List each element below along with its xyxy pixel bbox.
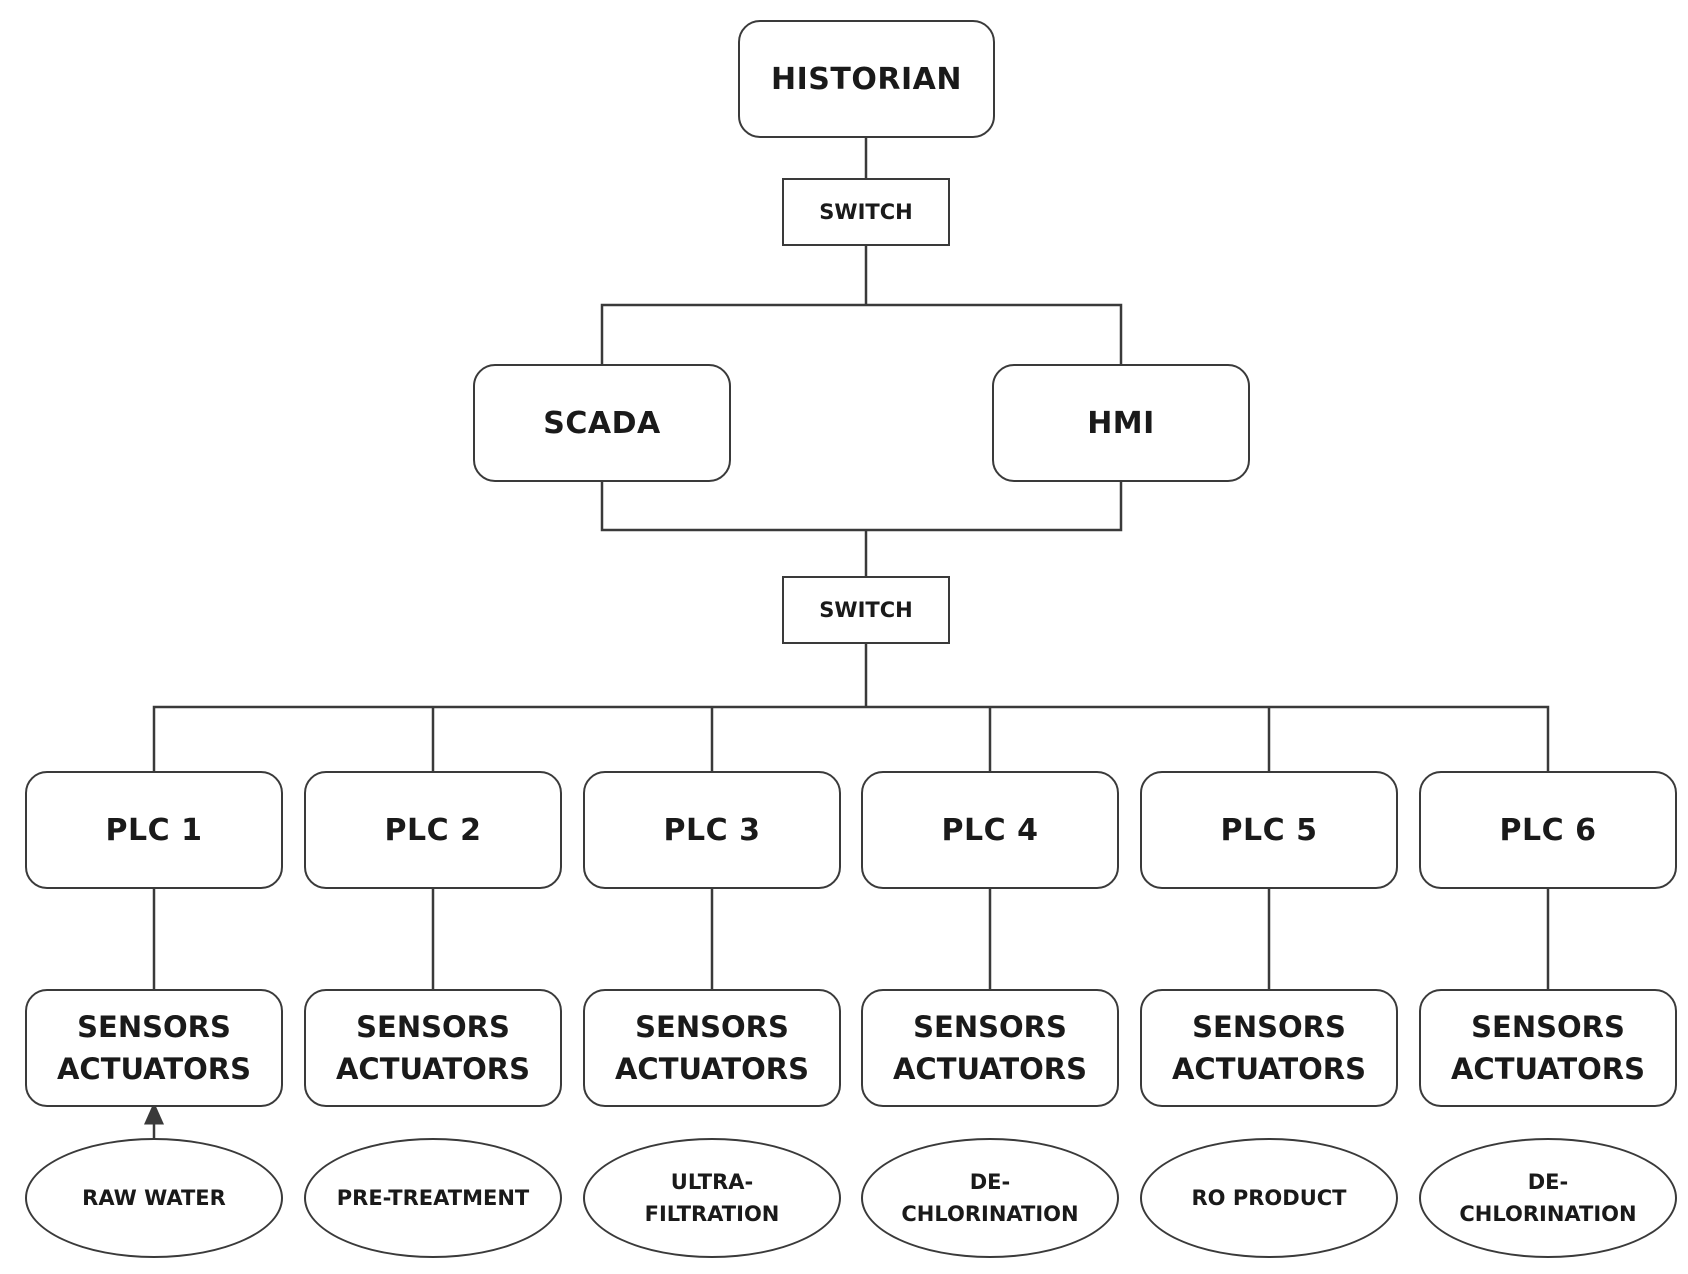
scada-node: SCADA (473, 364, 731, 482)
io-label-sensors: SENSORS (635, 1010, 789, 1044)
switch-top-label: SWITCH (819, 200, 913, 224)
plc-label: PLC 6 (1499, 812, 1597, 848)
plc-node: PLC 2 (304, 771, 562, 889)
wire-scada-hmi-merge (600, 482, 1123, 532)
io-label-actuators: ACTUATORS (1171, 1052, 1366, 1086)
stage-label: DE- (1527, 1170, 1569, 1194)
hmi-label: HMI (1087, 405, 1155, 441)
plc-node: PLC 1 (25, 771, 283, 889)
plc-label: PLC 2 (384, 812, 482, 848)
plc-node: PLC 6 (1419, 771, 1677, 889)
stage-label: PRE-TREATMENT (336, 1186, 530, 1210)
stage-label-line2: CHLORINATION (901, 1202, 1079, 1226)
plc-node: PLC 4 (861, 771, 1119, 889)
plc-label: PLC 3 (663, 812, 761, 848)
switch-bottom-node: SWITCH (782, 576, 950, 644)
wire-branch-scada-hmi (600, 303, 1123, 364)
stage-de-chlorination: DE- CHLORINATION (861, 1138, 1119, 1258)
stage-label: RAW WATER (82, 1186, 226, 1210)
io-node: SENSORS ACTUATORS (25, 989, 283, 1107)
scada-label: SCADA (543, 405, 661, 441)
plc-label: PLC 1 (105, 812, 203, 848)
io-label-sensors: SENSORS (356, 1010, 510, 1044)
hmi-node: HMI (992, 364, 1250, 482)
stage-label: ULTRA- (670, 1170, 754, 1194)
stage-raw-water: RAW WATER (25, 1138, 283, 1258)
io-label-actuators: ACTUATORS (892, 1052, 1087, 1086)
switch-top-node: SWITCH (782, 178, 950, 246)
stage-label: DE- (969, 1170, 1011, 1194)
stage-label-line2: FILTRATION (644, 1202, 780, 1226)
io-label-sensors: SENSORS (77, 1010, 231, 1044)
io-node: SENSORS ACTUATORS (861, 989, 1119, 1107)
io-node: SENSORS ACTUATORS (1140, 989, 1398, 1107)
io-label-sensors: SENSORS (913, 1010, 1067, 1044)
io-label-actuators: ACTUATORS (1450, 1052, 1645, 1086)
io-label-sensors: SENSORS (1471, 1010, 1625, 1044)
historian-label: HISTORIAN (771, 61, 962, 97)
historian-node: HISTORIAN (738, 20, 995, 138)
stage-label-line2: CHLORINATION (1459, 1202, 1637, 1226)
io-node: SENSORS ACTUATORS (304, 989, 562, 1107)
io-label-actuators: ACTUATORS (614, 1052, 809, 1086)
io-label-actuators: ACTUATORS (335, 1052, 530, 1086)
stage-ultra-filtration: ULTRA- FILTRATION (583, 1138, 841, 1258)
plc-label: PLC 4 (941, 812, 1039, 848)
io-node: SENSORS ACTUATORS (583, 989, 841, 1107)
io-node: SENSORS ACTUATORS (1419, 989, 1677, 1107)
io-label-sensors: SENSORS (1192, 1010, 1346, 1044)
stage-pre-treatment: PRE-TREATMENT (304, 1138, 562, 1258)
io-label-actuators: ACTUATORS (56, 1052, 251, 1086)
plc-node: PLC 5 (1140, 771, 1398, 889)
switch-bottom-label: SWITCH (819, 598, 913, 622)
plc-label: PLC 5 (1220, 812, 1318, 848)
stage-label: RO PRODUCT (1191, 1186, 1347, 1210)
stage-ro-product: RO PRODUCT (1140, 1138, 1398, 1258)
stage-de-chlorination-2: DE- CHLORINATION (1419, 1138, 1677, 1258)
wire-plc-bus (152, 705, 1550, 771)
plc-node: PLC 3 (583, 771, 841, 889)
